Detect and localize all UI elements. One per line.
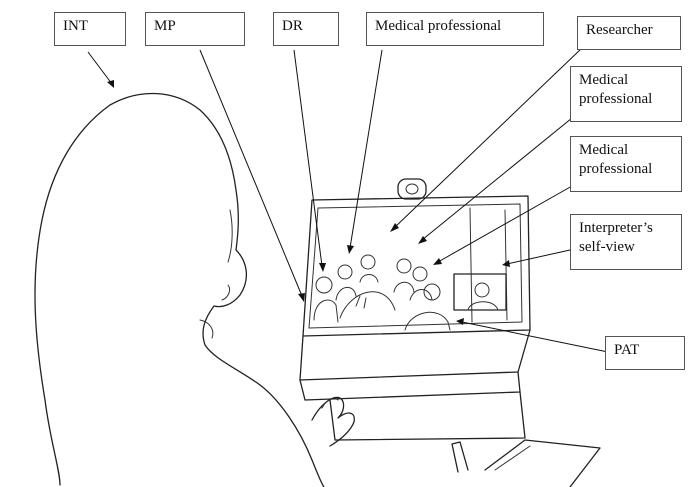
label-pat: PAT — [605, 336, 685, 370]
label-mp: MP — [145, 12, 245, 46]
label-medical-professional-top: Medical professional — [366, 12, 544, 46]
leader-arrows — [87, 47, 609, 353]
camera-drawing — [397, 178, 427, 200]
label-dr: DR — [273, 12, 339, 46]
monitor-drawing — [299, 195, 531, 441]
label-researcher: Researcher — [577, 16, 681, 50]
self-view-window — [453, 273, 507, 311]
label-medical-professional-right-1: Medical professional — [570, 66, 682, 122]
label-int: INT — [54, 12, 126, 46]
video-participants — [313, 254, 451, 331]
desk-items — [451, 439, 601, 487]
label-interpreter-self-view: Interpreter’s self-view — [570, 214, 682, 270]
label-medical-professional-right-2: Medical professional — [570, 136, 682, 192]
